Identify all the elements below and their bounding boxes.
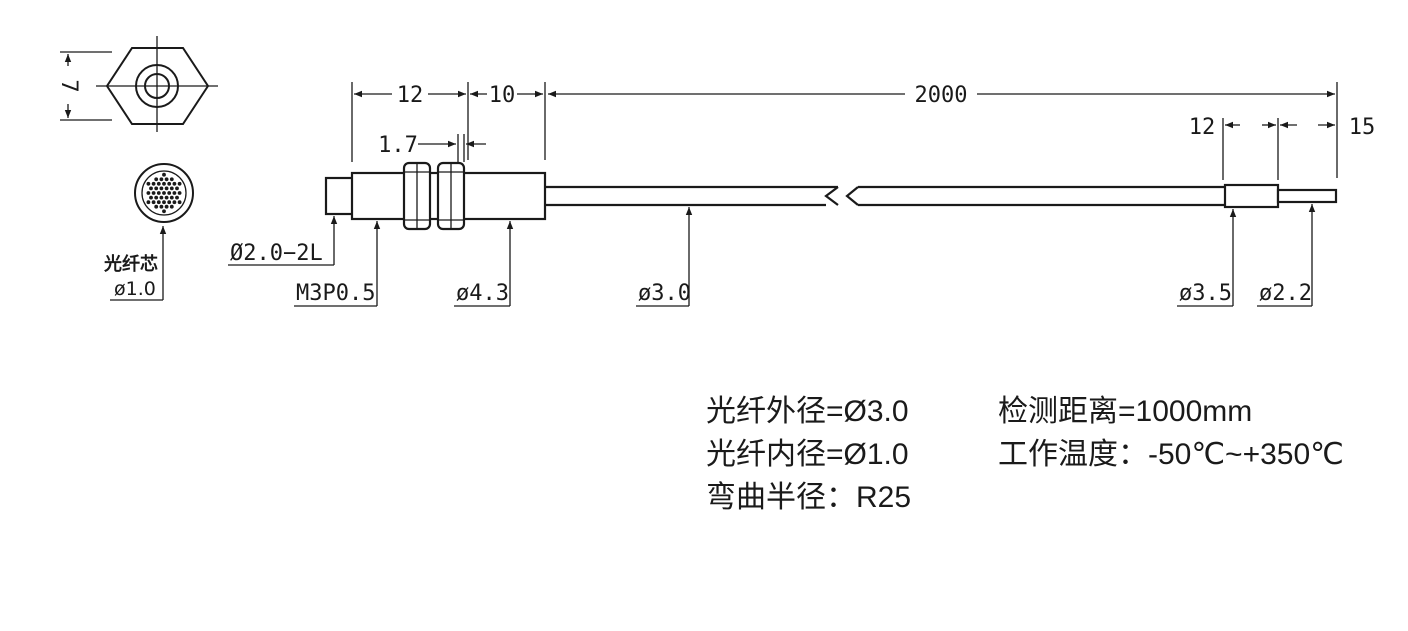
fiber-strand-dot xyxy=(162,209,166,214)
spec-work-temperature: 工作温度：-50℃~+350℃ xyxy=(998,438,1344,471)
fiber-strand-dot xyxy=(175,186,179,191)
fiber-strand-dot xyxy=(151,191,156,195)
fiber-strand-dot xyxy=(154,195,159,200)
fiber-strand-dot xyxy=(156,200,161,205)
core-outer-circle xyxy=(134,163,194,223)
fiber-strand-dot xyxy=(177,181,182,186)
probe-tip xyxy=(324,176,356,216)
spec-outer-diameter: 光纤外径=Ø3.0 xyxy=(706,395,909,428)
cable-dia-callout: ø3.0 xyxy=(638,281,691,306)
core-label: 光纤芯 xyxy=(103,253,158,275)
hex-end-view: 7 xyxy=(56,36,218,132)
fiber-strand-dot xyxy=(146,191,151,195)
fiber-strand-dot xyxy=(151,200,156,205)
dimension-lines: 12 10 2000 1.7 12 15 xyxy=(351,82,1376,180)
fiber-strand-dot xyxy=(162,172,166,177)
nut-dia-callout: ø4.3 xyxy=(456,281,509,306)
fiber-strand-dot xyxy=(164,195,169,200)
cable-length-dim: 2000 xyxy=(915,83,968,108)
core-dia-label: ø1.0 xyxy=(114,278,156,300)
fiber-strand-dot xyxy=(156,181,161,186)
fiber-strand-dot xyxy=(164,177,169,182)
fiber-strand-dot xyxy=(162,191,166,195)
probe-side-view xyxy=(324,161,547,231)
fiber-strand-dot xyxy=(169,195,174,200)
fiber-strand-dot xyxy=(169,204,174,209)
fiber-strands xyxy=(146,172,182,214)
fiber-strand-dot xyxy=(164,186,169,191)
fiber-strand-dot xyxy=(154,186,159,191)
fiber-strand-dot xyxy=(169,177,174,182)
fiber-strand-dot xyxy=(167,200,172,205)
body-length-dim: 12 xyxy=(397,83,424,108)
nut-width-dim: 1.7 xyxy=(378,133,418,158)
fiber-strand-dot xyxy=(149,195,153,200)
nut-spacing-dim: 10 xyxy=(489,83,516,108)
fiber-strand-dot xyxy=(167,181,172,186)
fiber-strand-dot xyxy=(154,177,159,182)
spec-detect-distance: 检测距离=1000mm xyxy=(998,395,1252,428)
fiber-strand-dot xyxy=(149,186,153,191)
fiber-strand-dot xyxy=(159,186,164,191)
cable-end-sleeve xyxy=(1223,183,1280,209)
fiber-strand-dot xyxy=(177,200,182,205)
fiber-strand-dot xyxy=(146,200,151,205)
fiber-strand-dot xyxy=(169,186,174,191)
fiber-strand-dot xyxy=(162,200,166,205)
cable-end-tip xyxy=(1276,188,1338,204)
callouts: Ø2.0−2L M3P0.5 ø4.3 ø3.0 ø3.5 ø2.2 xyxy=(228,204,1316,307)
cable-break-right xyxy=(845,186,859,206)
spec-bend-radius: 弯曲半径：R25 xyxy=(706,481,911,514)
sleeve-length-dim: 12 xyxy=(1189,115,1216,140)
fiber-strand-dot xyxy=(159,204,164,209)
fiber-strand-dot xyxy=(146,181,151,186)
sleeve-dia-callout: ø3.5 xyxy=(1179,281,1232,306)
fiber-strand-dot xyxy=(162,181,166,186)
end-dia-callout: ø2.2 xyxy=(1259,281,1312,306)
fiber-strand-dot xyxy=(156,191,161,195)
tip-dia-callout: Ø2.0−2L xyxy=(230,241,323,266)
fiber-strand-dot xyxy=(167,191,172,195)
fiber-strand-dot xyxy=(164,204,169,209)
fiber-strand-dot xyxy=(159,195,164,200)
tip-length-dim: 15 xyxy=(1349,115,1376,140)
fiber-strand-dot xyxy=(172,181,177,186)
fiber-strand-dot xyxy=(172,191,177,195)
fiber-strand-dot xyxy=(151,181,156,186)
fiber-strand-dot xyxy=(177,191,182,195)
thread-callout: M3P0.5 xyxy=(296,281,375,306)
spec-inner-diameter: 光纤内径=Ø1.0 xyxy=(706,438,909,471)
fiber-core-view: 光纤芯 ø1.0 xyxy=(103,163,194,301)
cable-break-left xyxy=(824,186,839,206)
specifications: 光纤外径=Ø3.0 光纤内径=Ø1.0 弯曲半径：R25 检测距离=1000mm… xyxy=(706,395,1344,514)
cable xyxy=(545,183,1338,209)
fiber-strand-dot xyxy=(154,204,159,209)
fiber-strand-dot xyxy=(172,200,177,205)
hex-height-dim: 7 xyxy=(56,79,81,92)
fiber-strand-dot xyxy=(175,195,179,200)
core-inner-circle xyxy=(141,170,187,216)
fiber-strand-dot xyxy=(159,177,164,182)
